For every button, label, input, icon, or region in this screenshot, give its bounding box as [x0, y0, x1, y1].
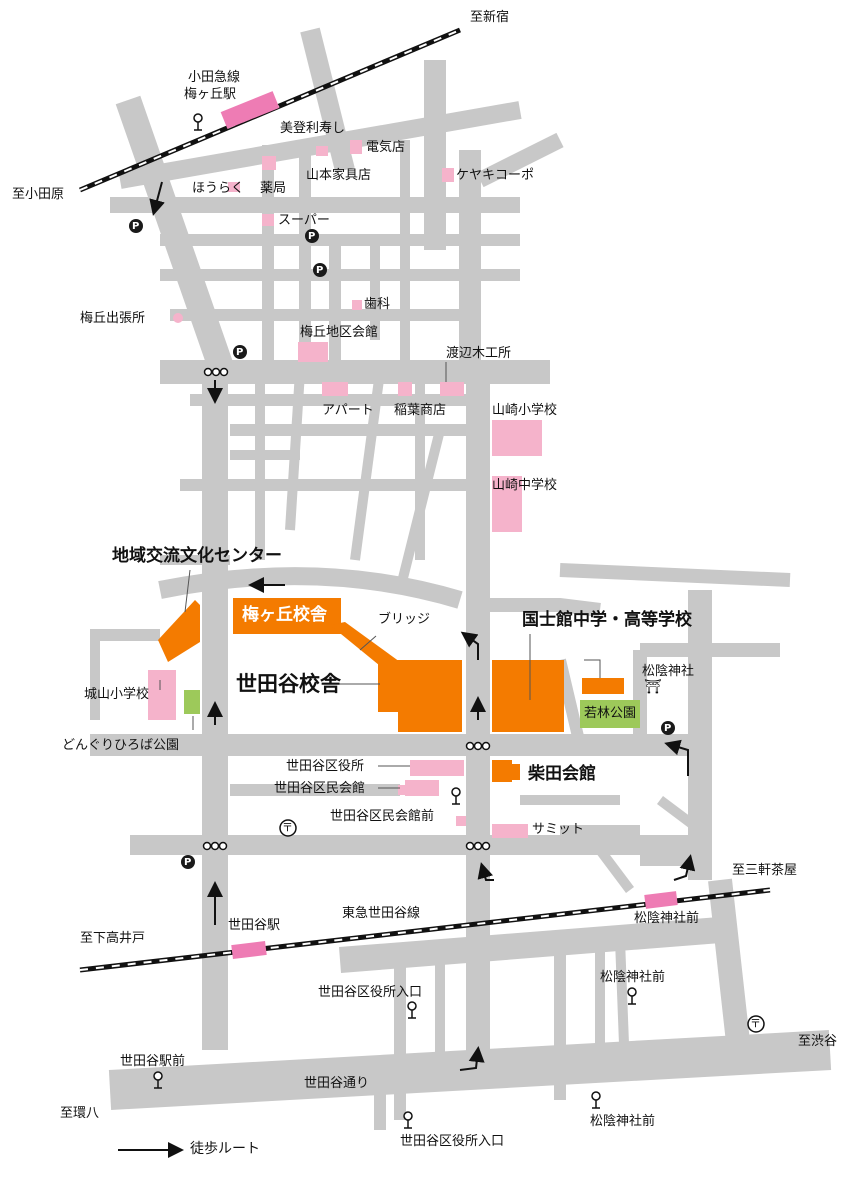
umegaoka-station-label: 梅ヶ丘駅: [184, 87, 237, 102]
parking-icon: P: [664, 723, 672, 734]
poi-shika: 歯科: [364, 297, 391, 312]
poi-hourakul: ほうらく: [192, 181, 245, 196]
setagaya-building: [378, 660, 462, 732]
direction-shimotakaido: 至下高井戸: [80, 931, 146, 946]
odakyu-line-label: 小田急線: [188, 70, 241, 85]
setagaya-station-marker: [231, 940, 267, 960]
kokushikan-building: [492, 660, 564, 732]
bridge-label: ブリッジ: [378, 612, 431, 627]
setagaya-campus-label: 世田谷校舎: [236, 672, 341, 696]
poi-super: スーパー: [278, 213, 330, 228]
poi-ward-office-stop-1: 世田谷区役所入口: [318, 985, 423, 1000]
poi-branch-office: 梅丘出張所: [80, 311, 146, 326]
umegaoka-campus-label: 梅ヶ丘校舎: [242, 605, 327, 625]
poi-wakabayashi: 若林公園: [584, 706, 637, 721]
poi-yakkyoku: 薬局: [260, 181, 287, 196]
poi-yamazaki-jhs: 山崎中学校: [492, 478, 558, 493]
poi-setagaya-dori: 世田谷通り: [304, 1076, 370, 1091]
poi-apart: アパート: [322, 403, 374, 418]
direction-shinjuku: 至新宿: [470, 10, 510, 25]
shoin-station-marker: [644, 891, 678, 909]
direction-shibuya: 至渋谷: [798, 1034, 838, 1049]
traffic-signals: [202, 367, 491, 851]
poi-blocks: [148, 140, 542, 838]
poi-donguri: どんぐりひろば公園: [62, 738, 180, 753]
poi-yamamoto: 山本家具店: [306, 168, 372, 183]
shibata-hall-label: 柴田会館: [528, 764, 596, 784]
shoin-station-label: 松陰神社前: [634, 911, 700, 926]
parking-icon: P: [132, 221, 140, 232]
donguri-park: [184, 690, 200, 714]
legend-walking-route: 徒歩ルート: [190, 1141, 260, 1157]
kokushikan-label: 国士館中学・高等学校: [522, 610, 692, 630]
poi-watanabe: 渡辺木工所: [446, 346, 512, 361]
umegaoka-building: [233, 598, 341, 634]
poi-inaba: 稲葉商店: [394, 403, 447, 418]
poi-ward-office-stop-2: 世田谷区役所入口: [400, 1134, 505, 1149]
wakabayashi-park: [580, 700, 640, 728]
poi-civic-hall: 世田谷区民会館: [274, 781, 366, 796]
poi-mitoriju: 美登利寿し: [280, 121, 346, 136]
leader-lines: [159, 362, 601, 789]
walking-route-arrows: [149, 181, 696, 1158]
poi-keyaki: ケヤキコーポ: [456, 168, 535, 183]
direction-odawara: 至小田原: [12, 187, 65, 202]
branch-office-dot: [173, 313, 183, 323]
community-center-label: 地域交流文化センター: [112, 546, 282, 566]
poi-shiroyama-es: 城山小学校: [84, 687, 150, 702]
parking-icon: P: [184, 857, 192, 868]
setagaya-station-label: 世田谷駅: [228, 918, 281, 933]
poi-yamazaki-es: 山崎小学校: [492, 403, 558, 418]
post-office-icon: 〒: [282, 821, 293, 834]
direction-sangenjaya: 至三軒茶屋: [732, 863, 798, 878]
poi-summit: サミット: [532, 822, 585, 837]
parking-icon: P: [308, 231, 316, 242]
poi-denki: 電気店: [366, 140, 406, 155]
post-markers: [279, 819, 765, 1033]
poi-shoin-shrine: 松陰神社: [642, 664, 695, 679]
poi-civic-hall-stop: 世田谷区民会館前: [330, 809, 435, 824]
parking-icon: P: [236, 347, 244, 358]
poi-shoin-stop-1: 松陰神社前: [600, 970, 666, 985]
post-office-icon: 〒: [750, 1017, 761, 1030]
bus-stop-signs: [153, 113, 637, 1129]
shibata-hall-building: [492, 760, 520, 782]
poi-shoin-stop-2: 松陰神社前: [590, 1114, 656, 1129]
tokyu-line-label: 東急世田谷線: [342, 906, 421, 921]
parking-icon: P: [316, 265, 324, 276]
community-center-building: [158, 600, 200, 662]
poi-setagaya-stop: 世田谷駅前: [120, 1054, 186, 1069]
kokushikan-annex: [582, 678, 624, 694]
umegaoka-station-marker: [220, 91, 280, 129]
parking-markers: [129, 219, 675, 869]
shrine-icon: ⛩: [644, 679, 662, 695]
poi-ward-office: 世田谷区役所: [286, 759, 365, 774]
direction-kanpachi: 至環八: [60, 1106, 100, 1121]
poi-district-hall: 梅丘地区会館: [300, 325, 379, 340]
